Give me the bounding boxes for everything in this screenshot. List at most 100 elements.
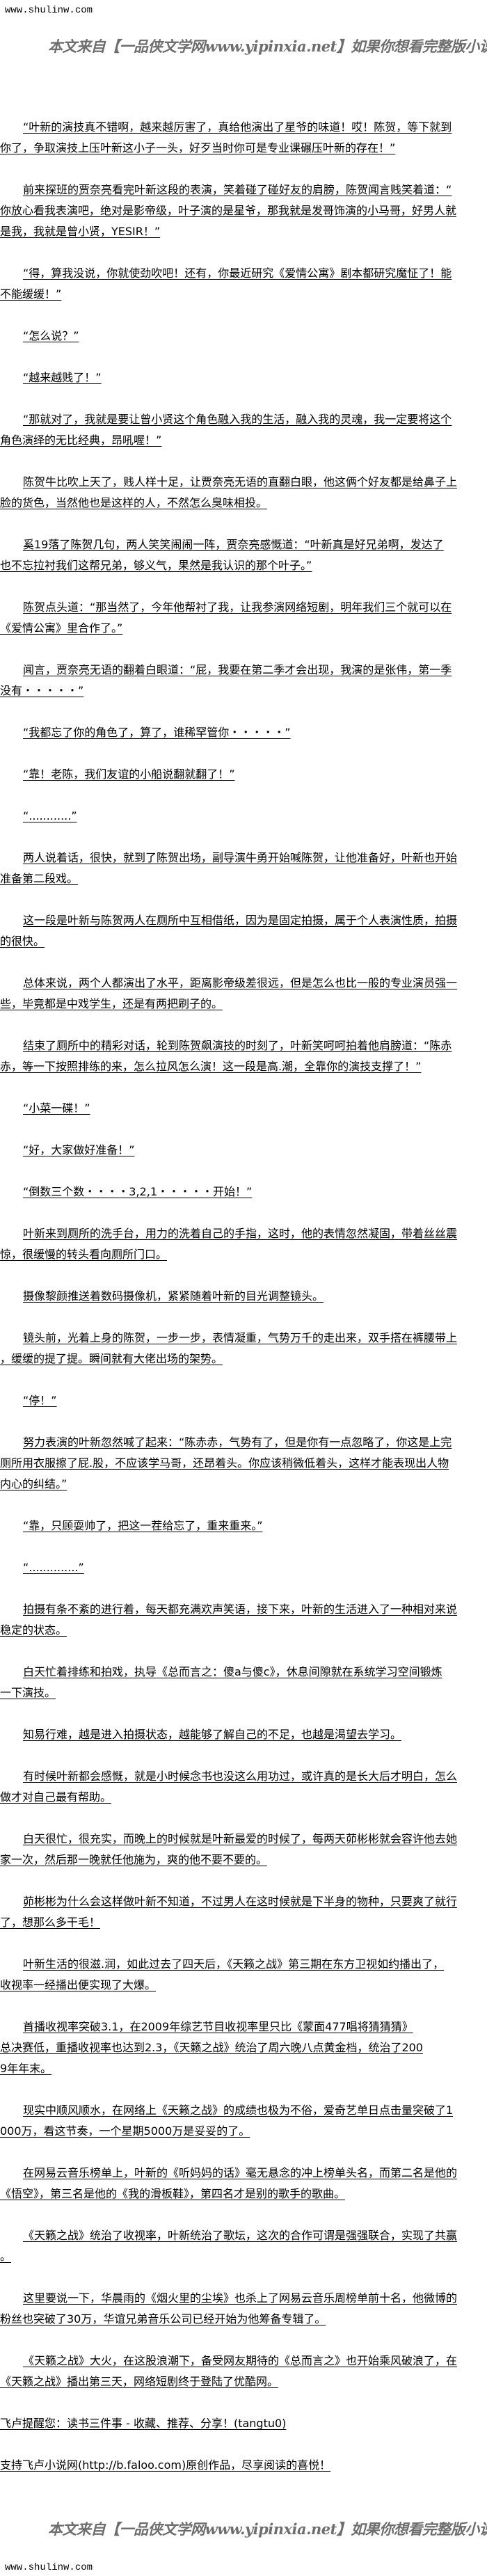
line-text: 这里要说一下，华晨雨的《烟火里的尘埃》也杀上了网易云音乐周榜单前十名，他微博的: [23, 2291, 458, 2305]
paragraph-line: 《爱情公寓》里合作了。”: [0, 618, 487, 639]
line-text: 镜头前，光着上身的陈贺，一步一步，表情凝重，气势万千的走出来，双手搭在裤腰带上: [23, 1331, 458, 1344]
line-text: 总决赛低，重播收视率也达到2.3，《天籁之战》统治了周六晚八点黄金档，统治了20…: [0, 2041, 423, 2054]
paragraph: 镜头前，光着上身的陈贺，一步一步，表情凝重，气势万千的走出来，双手搭在裤腰带上 ，…: [0, 1328, 487, 1369]
paragraph-line: 也不忘拉衬我们这帮兄弟，够义气，果然是我认识的那个叶子。”: [0, 555, 487, 576]
paragraph: 总体来说，两个人都演出了水平，距离影帝级差很远，但是怎么也比一般的专业演员强一些…: [0, 973, 487, 1015]
paragraph-line: “我都忘了你的角色了，算了，谁稀罕管你・・・・・”: [0, 722, 487, 743]
paragraph-line: 你了，争取演技上压叶新这小子一头，好歹当时你可是专业课碾压叶新的存在！”: [0, 138, 487, 159]
line-text: 《悟空》，第三名是他的《我的滑板鞋》，第四名才是别的歌手的歌曲。: [0, 2187, 346, 2200]
paragraph-line: 总决赛低，重播收视率也达到2.3，《天籁之战》统治了周六晚八点黄金档，统治了20…: [0, 2037, 487, 2058]
line-text: 你了，争取演技上压叶新这小子一头，好歹当时你可是专业课碾压叶新的存在！”: [0, 141, 396, 154]
line-text: 。: [0, 2250, 12, 2263]
paragraph-line: “............”: [0, 806, 487, 827]
paragraph: “靠，只顾耍帅了，把这一茬给忘了，重来重来。”: [0, 1516, 487, 1536]
paragraph: 奚19落了陈贺几句，两人笑笑闹闹一阵，贾奈亮感慨道：“叶新真是好兄弟啊，发达了也…: [0, 534, 487, 576]
paragraph-line: 内心的纠结。”: [0, 1474, 487, 1495]
paragraph-line: 前来探班的贾奈亮看完叶新这段的表演，笑着碰了碰好友的肩膀，陈贺闻言贱笑着道：“: [0, 180, 487, 200]
paragraph: 在网易云音乐榜单上，叶新的《听妈妈的话》毫无悬念的冲上榜单头名，而第二名是他的《…: [0, 2163, 487, 2204]
line-text: 总体来说，两个人都演出了水平，距离影帝级差很远，但是怎么也比一般的专业演员强一: [23, 976, 458, 989]
paragraph-line: 稳定的状态。: [0, 1620, 487, 1641]
paragraph-line: 的很快。: [0, 931, 487, 952]
paragraph-line: 这一段是叶新与陈贺两人在厕所中互相借纸，因为是固定拍摄，属于个人表演性质，拍摄: [0, 910, 487, 931]
paragraph: “停！”: [0, 1390, 487, 1411]
paragraph-line: 奚19落了陈贺几句，两人笑笑闹闹一阵，贾奈亮感慨道：“叶新真是好兄弟啊，发达了: [0, 534, 487, 555]
paragraph: 知易行难，越是进入拍摄状态，越能够了解自己的不足，也越是渴望去学习。: [0, 1724, 487, 1745]
line-text: 没有・・・・・”: [0, 684, 84, 697]
paragraph-line: 在网易云音乐榜单上，叶新的《听妈妈的话》毫无悬念的冲上榜单头名，而第二名是他的: [0, 2163, 487, 2184]
line-text: 惊，很缓慢的转头看向厕所门口。: [0, 1248, 168, 1261]
line-text: 赤，等一下按照排练的来，怎么拉风怎么演！这一段是高.潮，全靠你的演技支撑了！”: [0, 1060, 422, 1073]
paragraph-line: 了，想那么多干毛！: [0, 1912, 487, 1933]
paragraph: 《天籁之战》统治了收视率，叶新统治了歌坛，这次的合作可谓是强强联合，实现了共赢。: [0, 2225, 487, 2267]
line-text: “靠！老陈，我们友谊的小船说翻就翻了！”: [23, 768, 235, 781]
paragraph-line: 一下演技。: [0, 1683, 487, 1703]
line-text: 有时候叶新都会感慨，就是小时候念书也没这么用功过，或许真的是长大后才明白，怎么: [23, 1770, 458, 1783]
paragraph-line: “怎么说？”: [0, 326, 487, 347]
line-text: 你放心看我表演吧，绝对是影帝级，叶子演的是星爷，那我就是发哥饰演的小马哥，好男人…: [0, 204, 457, 217]
line-text: 粉丝也突破了30万，华谊兄弟音乐公司已经开始为他筹备专辑了。: [0, 2312, 326, 2325]
paragraph: 叶新来到厕所的洗手台，用力的洗着自己的手指，这时，他的表情忽然凝固，带着丝丝震惊…: [0, 1223, 487, 1265]
site-url-footer: www.shulinw.com: [5, 2562, 93, 2573]
line-text: 角色演绎的无比经典，昂吼喔！”: [0, 434, 162, 447]
paragraph: 拍摄有条不紊的进行着，每天都充满欢声笑语，接下来，叶新的生活进入了一种相对来说稳…: [0, 1599, 487, 1641]
paragraph-line: 角色演绎的无比经典，昂吼喔！”: [0, 430, 487, 451]
paragraph: 白天忙着排练和拍戏，执导《总而言之：傻a与傻c》，休息间隙就在系统学习空间锻炼一…: [0, 1662, 487, 1703]
paragraph-line: 你放心看我表演吧，绝对是影帝级，叶子演的是星爷，那我就是发哥饰演的小马哥，好男人…: [0, 200, 487, 221]
paragraph: 摄像黎颜推送着数码摄像机，紧紧随着叶新的目光调整镜头。: [0, 1286, 487, 1307]
paragraph-line: ，缓缓的提了提。瞬间就有大佬出场的架势。: [0, 1349, 487, 1369]
paragraph-line: 支持飞卢小说网(http://b.faloo.com)原创作品，尽享阅读的喜悦！: [0, 2455, 487, 2476]
paragraph: 有时候叶新都会感慨，就是小时候念书也没这么用功过，或许真的是长大后才明白，怎么做…: [0, 1766, 487, 1808]
paragraph: 陈贺牛比吹上天了，贱人样十足，让贾奈亮无语的直翻白眼，他这俩个好友都是给鼻子上脸…: [0, 472, 487, 514]
paragraph: 闻言，贾奈亮无语的翻着白眼道：“屁，我要在第二季才会出现，我演的是张伟，第一季没…: [0, 660, 487, 701]
line-text: 知易行难，越是进入拍摄状态，越能够了解自己的不足，也越是渴望去学习。: [23, 1728, 402, 1741]
paragraph: 前来探班的贾奈亮看完叶新这段的表演，笑着碰了碰好友的肩膀，陈贺闻言贱笑着道：“ 你…: [0, 180, 487, 242]
line-text: 闻言，贾奈亮无语的翻着白眼道：“屁，我要在第二季才会出现，我演的是张伟，第一季: [23, 663, 452, 676]
line-text: 叶新生活的很滋.润，如此过去了四天后，《天籁之战》第三期在东方卫视如约播出了，: [23, 1957, 445, 1971]
line-text: 内心的纠结。”: [0, 1477, 67, 1490]
paragraph-line: “靠，只顾耍帅了，把这一茬给忘了，重来重来。”: [0, 1516, 487, 1536]
paragraph-line: 做才对自己最有帮助。: [0, 1787, 487, 1808]
paragraph-line: “那就对了，我就是要让曾小贤这个角色融入我的生活，融入我的灵魂，我一定要将这个: [0, 409, 487, 430]
paragraph: 《天籁之战》大火，在这股浪潮下，备受网友期待的《总而言之》也开始乘风破浪了，在《…: [0, 2351, 487, 2392]
paragraph: 结束了厕所中的精彩对话，轮到陈贺飙演技的时刻了，叶新笑呵呵拍着他肩膀道：“陈赤赤…: [0, 1035, 487, 1077]
line-text: 白天忙着排练和拍戏，执导《总而言之：傻a与傻c》，休息间隙就在系统学习空间锻炼: [23, 1665, 442, 1678]
line-text: 000万，看这节奏，一个星期5000万是妥妥的了。: [0, 2124, 250, 2138]
paragraph-line: 知易行难，越是进入拍摄状态，越能够了解自己的不足，也越是渴望去学习。: [0, 1724, 487, 1745]
line-text: 结束了厕所中的精彩对话，轮到陈贺飙演技的时刻了，叶新笑呵呵拍着他肩膀道：“陈赤: [23, 1039, 452, 1052]
line-text: 脸的货色，当然他也是这样的人，不然怎么臭味相投。: [0, 496, 268, 509]
line-text: 陈贺牛比吹上天了，贱人样十足，让贾奈亮无语的直翻白眼，他这俩个好友都是给鼻子上: [23, 475, 458, 488]
paragraph-line: 飞卢提醒您：读书三件事 - 收藏、推荐、分享！(tangtu0): [0, 2413, 487, 2434]
watermark-banner-bottom: 本文来自【一品侠文学网www.yipinxia.net】如果你想看完整版小说，请: [48, 2520, 487, 2538]
paragraph-line: 没有・・・・・”: [0, 681, 487, 701]
line-text: 支持飞卢小说网(http://b.faloo.com)原创作品，尽享阅读的喜悦！: [0, 2458, 331, 2472]
line-text: 做才对自己最有帮助。: [0, 1790, 112, 1804]
line-text: 家一次，然后那一晚就任他施为，爽的他不要不要的。: [0, 1853, 268, 1866]
line-text: 《天籁之战》播出第三天，网络短剧终于登陆了优酷网。: [0, 2375, 279, 2388]
paragraph-line: 惊，很缓慢的转头看向厕所门口。: [0, 1244, 487, 1265]
paragraph: 两人说着话，很快，就到了陈贺出场，副导演牛勇开始喊陈贺，让他准备好，叶新也开始准…: [0, 848, 487, 889]
paragraph-line: 白天忙着排练和拍戏，执导《总而言之：傻a与傻c》，休息间隙就在系统学习空间锻炼: [0, 1662, 487, 1683]
line-text: ，缓缓的提了提。瞬间就有大佬出场的架势。: [0, 1352, 223, 1365]
paragraph-line: “小菜一碟！”: [0, 1098, 487, 1119]
paragraph: 叶新生活的很滋.润，如此过去了四天后，《天籁之战》第三期在东方卫视如约播出了，收…: [0, 1954, 487, 1996]
paragraph-line: 两人说着话，很快，就到了陈贺出场，副导演牛勇开始喊陈贺，让他准备好，叶新也开始: [0, 848, 487, 868]
paragraph-line: 总体来说，两个人都演出了水平，距离影帝级差很远，但是怎么也比一般的专业演员强一: [0, 973, 487, 994]
site-url-header: www.shulinw.com: [5, 5, 93, 16]
paragraph-line: 准备第二段戏。: [0, 868, 487, 889]
line-text: 努力表演的叶新忽然喊了起来：“陈赤赤，气势有了，但是你有一点忽略了，你这是上完: [23, 1436, 452, 1449]
article-body: “叶新的演技真不错啊，越来越厉害了，真给他演出了星爷的味道！哎！陈贺，等下就到你…: [0, 117, 487, 2497]
line-text: 奚19落了陈贺几句，两人笑笑闹闹一阵，贾奈亮感慨道：“叶新真是好兄弟啊，发达了: [23, 538, 444, 551]
line-text: 《天籁之战》大火，在这股浪潮下，备受网友期待的《总而言之》也开始乘风破浪了，在: [23, 2354, 458, 2367]
paragraph: “得，算我没说，你就使劲吹吧！还有，你最近研究《爱情公寓》剧本都研究魔怔了！能不…: [0, 263, 487, 305]
paragraph-line: “..............”: [0, 1557, 487, 1578]
paragraph: “怎么说？”: [0, 326, 487, 347]
line-text: 也不忘拉衬我们这帮兄弟，够义气，果然是我认识的那个叶子。”: [0, 559, 312, 572]
line-text: 陈贺点头道：“那当然了，今年他帮衬了我，让我参演网络短剧，明年我们三个就可以在: [23, 601, 452, 614]
line-text: “停！”: [23, 1394, 57, 1407]
paragraph-line: 叶新生活的很滋.润，如此过去了四天后，《天籁之战》第三期在东方卫视如约播出了，: [0, 1954, 487, 1975]
paragraph-line: 《天籁之战》播出第三天，网络短剧终于登陆了优酷网。: [0, 2371, 487, 2392]
paragraph: 支持飞卢小说网(http://b.faloo.com)原创作品，尽享阅读的喜悦！: [0, 2455, 487, 2476]
paragraph: 努力表演的叶新忽然喊了起来：“陈赤赤，气势有了，但是你有一点忽略了，你这是上完厕…: [0, 1432, 487, 1495]
paragraph: “..............”: [0, 1557, 487, 1578]
paragraph-line: 陈贺点头道：“那当然了，今年他帮衬了我，让我参演网络短剧，明年我们三个就可以在: [0, 597, 487, 618]
